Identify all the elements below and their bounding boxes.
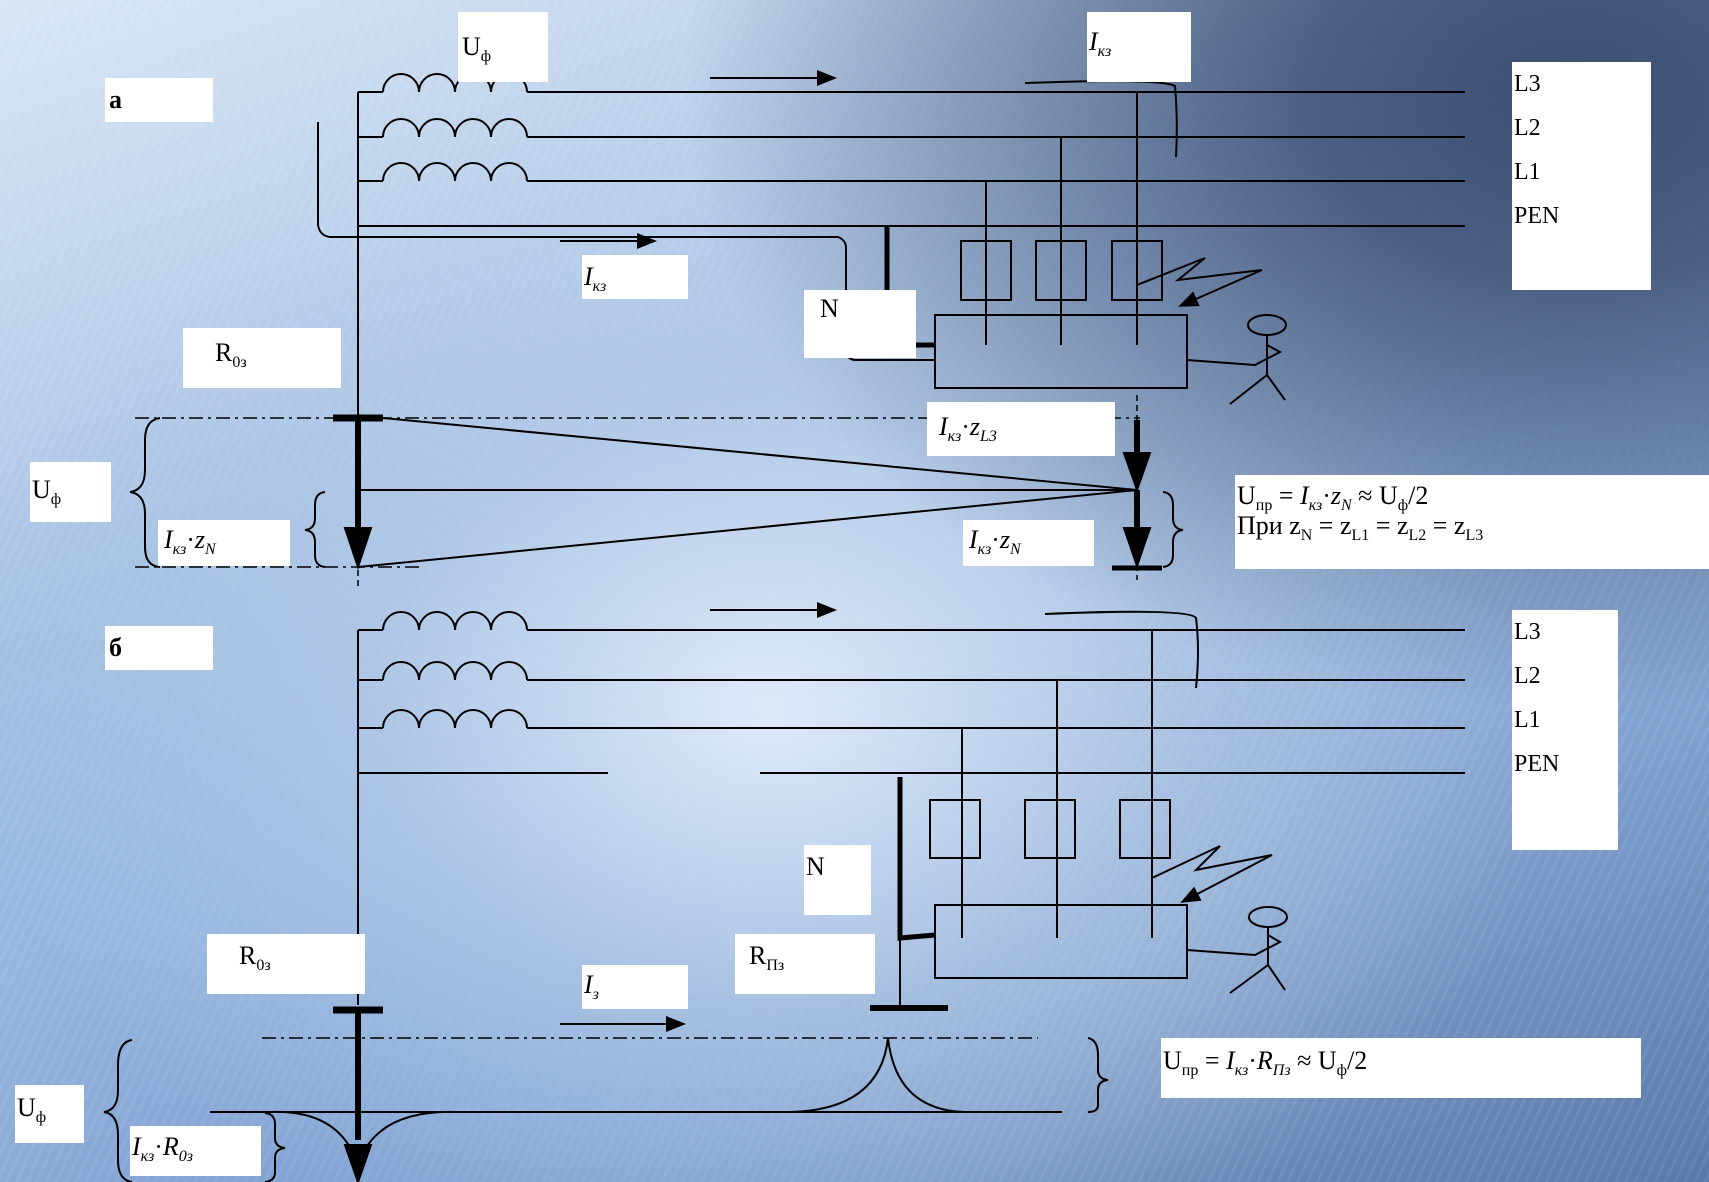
person-a-head bbox=[1247, 314, 1287, 336]
legend-pen-b: PEN bbox=[1514, 751, 1560, 777]
iz-label-b: Iз bbox=[582, 965, 688, 1009]
coil-l1-a bbox=[382, 162, 528, 182]
n-label-a: N bbox=[804, 290, 916, 358]
coil-l2-a bbox=[382, 118, 528, 138]
coil-l3-b bbox=[382, 611, 528, 631]
formula-a-line2: При zN = zL1 = zL2 = zL3 bbox=[1237, 511, 1484, 544]
ikz-top-label: Iкз bbox=[1087, 12, 1191, 82]
coil-l2-b bbox=[382, 661, 528, 681]
r0z-label-b: R0з bbox=[207, 934, 365, 994]
legend-l3-b: L3 bbox=[1514, 619, 1541, 645]
person-b-head bbox=[1248, 906, 1288, 928]
formula-b: Uпр = Iкз·RПз ≈ Uф/2 bbox=[1161, 1038, 1641, 1098]
formula-a: Uпр = Iкз·zN ≈ Uф/2 При zN = zL1 = zL2 =… bbox=[1235, 475, 1709, 569]
legend-l2-b: L2 bbox=[1514, 663, 1541, 689]
drop-r0z-label-b: Iкз·R0з bbox=[130, 1126, 261, 1176]
coil-l1-b bbox=[382, 709, 528, 729]
drop-zl3-label: Iкз·zL3 bbox=[927, 402, 1115, 456]
r0z-label-a: R0з bbox=[183, 328, 341, 388]
ikz-return-label: Iкз bbox=[582, 255, 688, 299]
fuse-1-b bbox=[929, 799, 981, 859]
uf-side-label-b: Uф bbox=[15, 1085, 84, 1143]
device-housing-a bbox=[934, 314, 1188, 389]
phase-legend-a: L3 L2 L1 PEN bbox=[1512, 62, 1651, 290]
drop-zn-right-label: Iкз·zN bbox=[963, 520, 1094, 566]
legend-l1-b: L1 bbox=[1514, 707, 1541, 733]
drop-zn-left-label: Iкз·zN bbox=[158, 520, 290, 566]
panel-a-label: а bbox=[105, 78, 213, 122]
legend-l3-a: L3 bbox=[1514, 71, 1541, 97]
uf-top-label: Uф bbox=[458, 12, 548, 82]
fuse-3-b bbox=[1119, 799, 1171, 859]
rpz-label-b: RПз bbox=[735, 934, 875, 994]
device-housing-b bbox=[934, 904, 1188, 979]
legend-l2-a: L2 bbox=[1514, 115, 1541, 141]
legend-l1-a: L1 bbox=[1514, 159, 1541, 185]
legend-pen-a: PEN bbox=[1514, 203, 1560, 229]
panel-a-schematic bbox=[129, 70, 1465, 590]
fuse-2-b bbox=[1024, 799, 1076, 859]
phase-legend-b: L3 L2 L1 PEN bbox=[1512, 610, 1618, 850]
panel-b-label: б bbox=[105, 626, 213, 670]
n-label-b: N bbox=[804, 845, 871, 915]
formula-a-line1: Uпр = Iкз·zN ≈ Uф/2 bbox=[1237, 481, 1429, 514]
uf-side-label-a: Uф bbox=[30, 462, 111, 522]
panel-b-schematic bbox=[103, 602, 1465, 1182]
